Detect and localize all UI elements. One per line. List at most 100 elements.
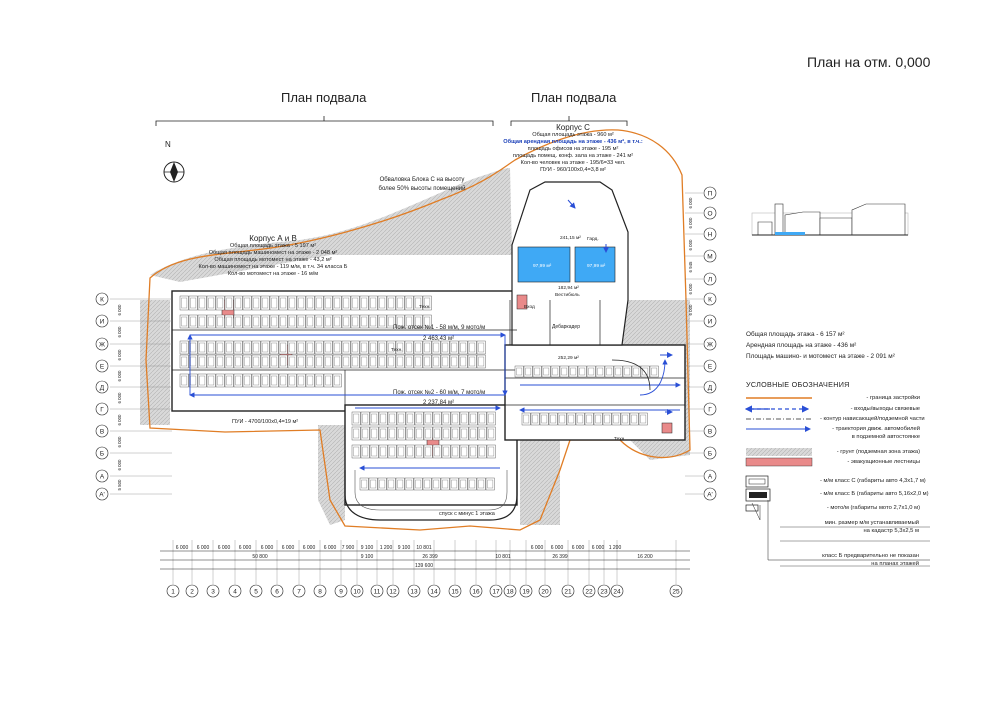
parking-stall [449, 477, 459, 491]
parking-stall [368, 314, 378, 329]
parking-stall [351, 426, 361, 441]
parking-stall [459, 411, 469, 426]
parking-stall [341, 295, 351, 311]
dimension-label: 6 000 [261, 545, 274, 551]
legend-item-overhang: - контур нависающей/подземной части [820, 416, 925, 422]
row-axis-label: П [708, 190, 713, 197]
car-outline [443, 446, 450, 457]
car-outline [199, 375, 206, 386]
legend-item-traffic: - траектория движ. автомобилей [832, 426, 920, 432]
parking-stall [620, 412, 630, 426]
parking-stall [359, 354, 369, 369]
car-outline [289, 342, 296, 353]
car-outline [389, 413, 396, 424]
parking-stall [440, 354, 450, 369]
parking-stall [441, 444, 451, 459]
parking-stall [413, 340, 423, 355]
parking-stall [431, 354, 441, 369]
column-axis-bubble [469, 584, 483, 598]
room-wardrobe: Гард. [587, 237, 599, 242]
parking-stall [422, 295, 432, 311]
car-outline [334, 297, 341, 309]
car-outline [271, 375, 278, 386]
parking-stall [188, 314, 198, 329]
parking-stall [577, 365, 587, 378]
column-axis-label: 16 [472, 589, 480, 596]
column-axis-label: 23 [600, 589, 608, 596]
legend-item-class-b: - м/м класс Б (габариты авто 5,16х2,0 м) [820, 491, 929, 497]
row-axis-bubble [703, 249, 717, 263]
parking-stall [224, 354, 234, 369]
parking-stall [296, 354, 306, 369]
room-area-3: 97,99 м² [587, 264, 606, 269]
car-outline [316, 356, 323, 367]
row-axis-bubble [95, 446, 109, 460]
parking-stall [386, 354, 396, 369]
car-outline [199, 316, 206, 327]
parking-stall [414, 426, 424, 441]
parking-stall [629, 412, 639, 426]
car-outline [362, 413, 369, 424]
parking-stall [450, 411, 460, 426]
car-outline [253, 297, 260, 309]
parking-stall [179, 340, 189, 355]
parking-stall [278, 295, 288, 311]
parking-stall [450, 426, 460, 441]
parking-stall [422, 477, 432, 491]
car-outline [398, 446, 405, 457]
parking-stall [224, 373, 234, 388]
car-outline [570, 367, 577, 376]
row-axis-label: Д [708, 384, 713, 391]
parking-stall [206, 340, 216, 355]
parking-stall [206, 314, 216, 329]
parking-stall [350, 314, 360, 329]
car-outline [559, 414, 566, 424]
row-axis-bubble [703, 487, 717, 501]
parking-stall [440, 340, 450, 355]
car-outline [262, 375, 269, 386]
korpus-c-line5: Кол-во человек на этаже - 195/6=33 чел. [520, 160, 626, 166]
car-outline [568, 414, 575, 424]
column-axis-label: 17 [492, 589, 500, 596]
korpus-c-line4: площадь помещ. конф. зала на этаже - 241… [512, 153, 634, 159]
legend-item-boundary: - граница застройки [866, 395, 920, 401]
parking-stall [477, 411, 487, 426]
car-outline [469, 356, 476, 367]
parking-stall [413, 314, 423, 329]
parking-stall [179, 295, 189, 311]
vertical-dimension-label: 6 000 [688, 217, 693, 229]
car-outline [226, 356, 233, 367]
car-outline [226, 297, 233, 309]
car-outline [334, 342, 341, 353]
parking-stall [350, 354, 360, 369]
row-axis-bubble [703, 292, 717, 306]
parking-stall [341, 354, 351, 369]
dimension-label: 6 000 [324, 545, 337, 551]
parking-stall [251, 373, 261, 388]
car-outline [534, 367, 541, 376]
car-outline [352, 342, 359, 353]
parking-stall [432, 426, 442, 441]
car-outline [434, 413, 441, 424]
row-axis-bubble [703, 186, 717, 200]
vertical-dimension-label: 5 500 [117, 479, 122, 491]
car-outline [370, 342, 377, 353]
column-axis-bubble [206, 584, 220, 598]
parking-stall [550, 365, 560, 378]
column-axis-label: 20 [541, 589, 549, 596]
parking-stall [423, 444, 433, 459]
parking-stall [477, 444, 487, 459]
column-axis-label: 24 [613, 589, 621, 596]
parking-stall [486, 411, 496, 426]
car-outline [415, 316, 422, 327]
car-outline [271, 356, 278, 367]
parking-stall [575, 412, 585, 426]
legend-item-traffic-2: в подземной автостоянке [851, 434, 920, 440]
section-title-left: План подвала [281, 90, 367, 105]
car-outline [433, 479, 440, 489]
car-outline [361, 342, 368, 353]
legend-item-entrances: - входы/выходы связевые [850, 406, 920, 412]
parking-stall [395, 340, 405, 355]
car-outline [370, 316, 377, 327]
parking-stall [450, 444, 460, 459]
